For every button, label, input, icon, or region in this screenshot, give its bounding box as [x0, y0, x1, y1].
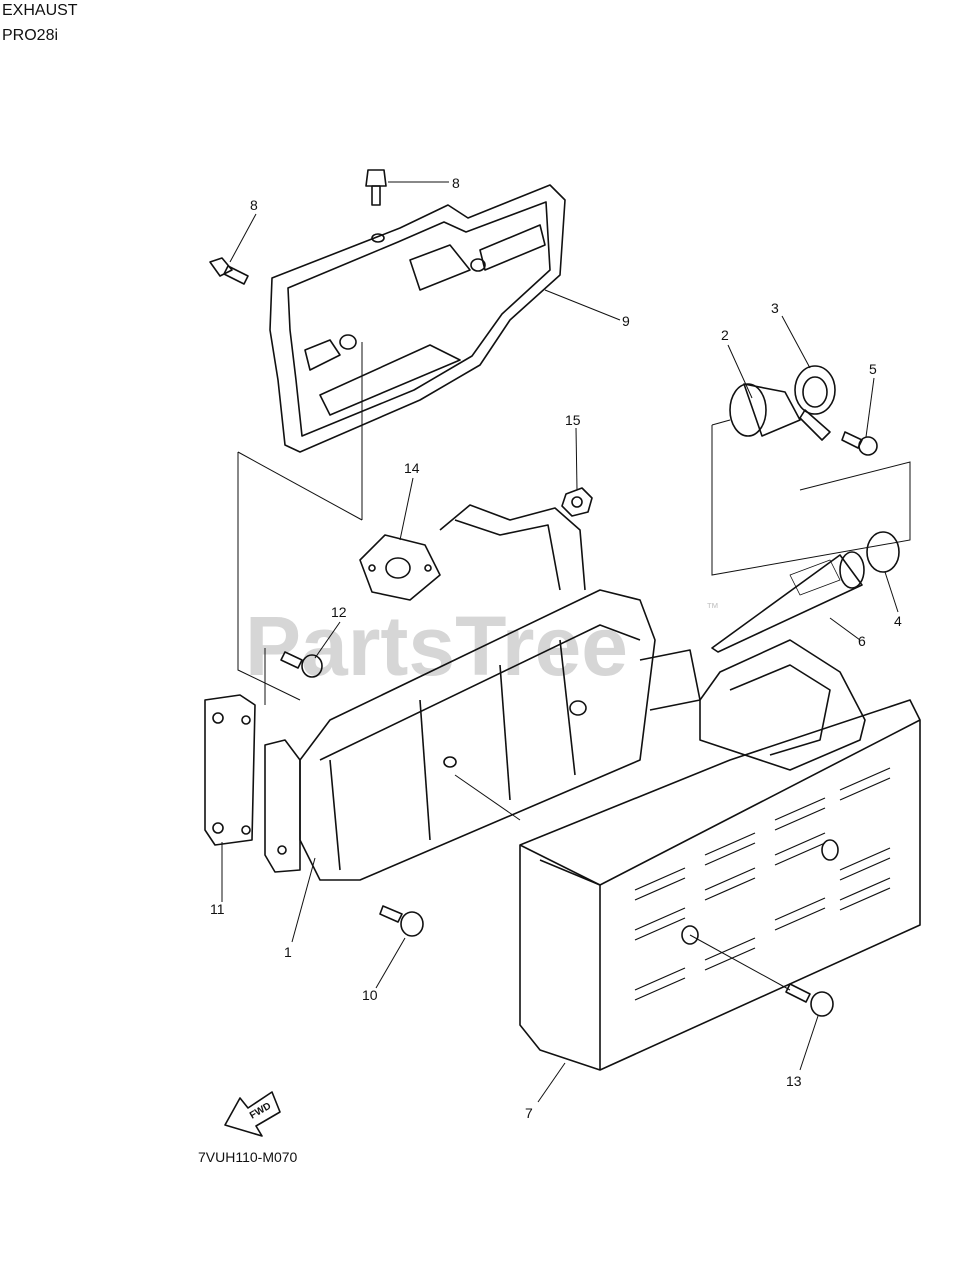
- forward-arrow-icon: [224, 1091, 281, 1137]
- heat-shield: [269, 184, 566, 453]
- reference-lines: [237, 342, 911, 991]
- bolt-icon: [280, 651, 323, 678]
- bolt-icon: [785, 983, 834, 1017]
- callout-label: 4: [894, 613, 902, 629]
- callout-label: 7: [525, 1105, 533, 1121]
- pipe-sleeve: [729, 383, 801, 437]
- gasket: [359, 534, 441, 601]
- callout-label: 2: [721, 327, 729, 343]
- leader-lines: [221, 181, 899, 1103]
- callout-label: 9: [622, 313, 630, 329]
- bolt-icon: [209, 257, 249, 285]
- callout-label: 5: [869, 361, 877, 377]
- mounting-bracket: [204, 694, 256, 846]
- model-name: PRO28i: [2, 27, 59, 44]
- watermark: PartsTree: [245, 599, 628, 693]
- callout-label: 12: [331, 604, 347, 620]
- callout-label: 8: [452, 175, 460, 191]
- bolt-icon: [365, 169, 387, 206]
- muffler-cover: [519, 639, 921, 1071]
- muffler: [299, 504, 701, 881]
- callout-label: 13: [786, 1073, 802, 1089]
- diagram-code: 7VUH110-M070: [198, 1149, 298, 1165]
- callout-label: 3: [771, 300, 779, 316]
- callout-label: 8: [250, 197, 258, 213]
- bolt-icon: [841, 431, 878, 456]
- callout-label: 15: [565, 412, 581, 428]
- clamp-ring: [794, 365, 836, 441]
- watermark-trademark: ™: [706, 600, 719, 615]
- nut-icon: [561, 487, 593, 517]
- callout-label: 10: [362, 987, 378, 1003]
- bolt-icon: [379, 905, 424, 937]
- callout-label: 11: [210, 901, 225, 917]
- callout-label: 1: [284, 944, 292, 960]
- callout-label: 14: [404, 460, 420, 476]
- callout-label: 6: [858, 633, 866, 649]
- spark-arrester: [711, 551, 865, 653]
- end-cap: [866, 531, 900, 573]
- section-title: EXHAUST: [2, 2, 78, 19]
- muffler-bracket: [264, 739, 301, 873]
